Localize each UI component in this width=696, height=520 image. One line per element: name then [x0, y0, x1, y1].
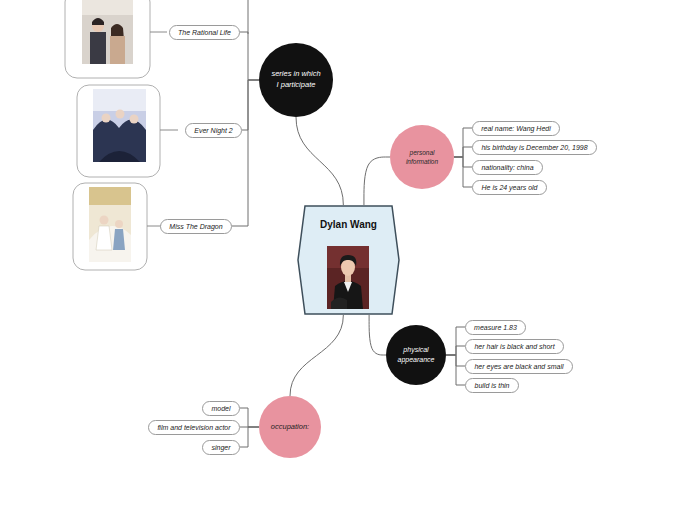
leaf-label: build is thin [474, 382, 509, 389]
branch-label: series in which I participate [270, 69, 322, 91]
central-title: Dylan Wang [297, 205, 400, 230]
leaf-label: real name: Wang Hedi [481, 125, 551, 132]
leaf-label: The Rational Life [178, 29, 231, 36]
leaf-label: Miss The Dragon [169, 223, 222, 230]
leaf-label: Ever Night 2 [194, 127, 233, 134]
branch-connector [296, 117, 343, 205]
poster-image [82, 0, 133, 64]
branch-connector [454, 147, 472, 157]
branch-connector [242, 80, 259, 130]
leaf-pill: measure 1.83 [465, 320, 526, 335]
poster-frame [77, 85, 160, 177]
leaf-pill: The Rational Life [169, 25, 240, 40]
leaf-pill: build is thin [465, 378, 519, 393]
branch-connector [364, 157, 390, 205]
leaf-label: film and television actor [157, 424, 230, 431]
poster-image [93, 89, 146, 162]
poster-leader [150, 32, 167, 33]
leaf-pill: her hair is black and short [465, 339, 564, 354]
poster-image [89, 187, 131, 262]
poster-frame [73, 183, 147, 270]
leaf-label: He is 24 years old [481, 184, 537, 191]
leaf-pill: her eyes are black and small [465, 359, 573, 374]
branch-circle: occupation: [259, 396, 321, 458]
leaf-pill: model [202, 401, 240, 416]
leaf-pill: singer [202, 440, 240, 455]
branch-connector [232, 80, 259, 226]
leaf-pill: his birthday is December 20, 1998 [472, 140, 597, 155]
branch-connector [290, 315, 343, 396]
branch-label: occupation: [271, 422, 309, 433]
leaf-label: nationality: china [481, 164, 533, 171]
leaf-label: her eyes are black and small [474, 363, 563, 370]
leaf-label: model [211, 405, 230, 412]
branch-label: personal information [397, 148, 447, 167]
branch-circle: physical appearance [386, 325, 446, 385]
leaf-pill: nationality: china [472, 160, 543, 175]
leaf-pill: Miss The Dragon [160, 219, 232, 234]
branch-connector [454, 128, 472, 157]
branch-connector [240, 32, 259, 80]
leaf-pill: film and television actor [148, 420, 240, 435]
poster-frame [65, 0, 150, 78]
branch-label: physical appearance [393, 345, 439, 365]
spine-line [248, 0, 249, 34]
leaf-label: singer [211, 444, 230, 451]
branch-connector [446, 327, 465, 355]
leaf-pill: He is 24 years old [472, 180, 547, 195]
branch-circle: series in which I participate [259, 43, 333, 117]
branch-connector [240, 408, 259, 427]
branch-connector [446, 355, 465, 385]
hexagon-shape [298, 206, 399, 314]
branch-connector [454, 157, 472, 187]
leaf-label: his birthday is December 20, 1998 [481, 144, 587, 151]
branch-connector [369, 315, 386, 355]
branch-circle: personal information [390, 125, 454, 189]
poster-leader [160, 130, 178, 131]
leaf-pill: Ever Night 2 [185, 123, 242, 138]
leaf-pill: real name: Wang Hedi [472, 121, 560, 136]
branch-connector [240, 427, 259, 447]
leaf-label: her hair is black and short [474, 343, 554, 350]
branch-connector [446, 346, 465, 355]
leaf-label: measure 1.83 [474, 324, 517, 331]
portrait-photo [327, 246, 369, 309]
